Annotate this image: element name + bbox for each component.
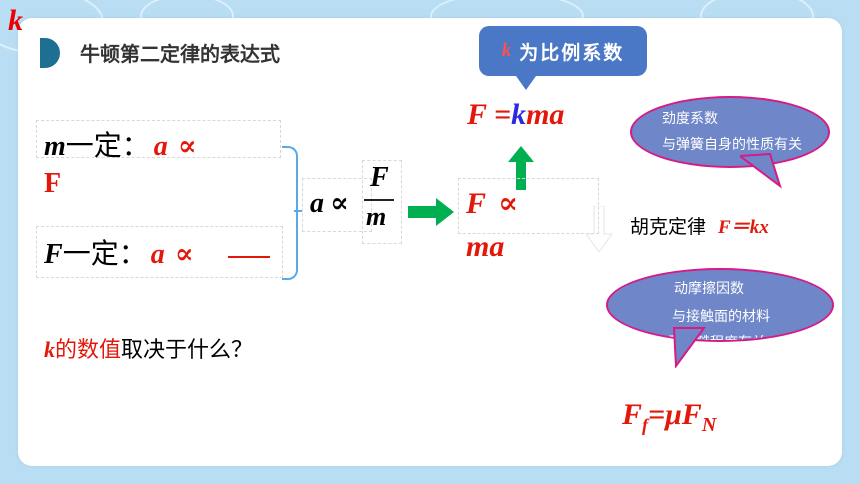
fraction-bar-partial (228, 256, 270, 258)
formula-main: F =kma (467, 98, 565, 131)
fraction-bar (364, 199, 394, 201)
faint-down-arrow-icon (586, 206, 612, 252)
row-F-box (36, 226, 283, 278)
corner-mark: k (8, 4, 23, 37)
friction-formula: Ff=μFN (622, 398, 717, 436)
result-ma: ma (466, 230, 505, 263)
row-m-statement: m一定：a∝ (44, 131, 197, 162)
question-text: k的数值取决于什么？ (44, 337, 254, 363)
speech-bubble-friction: 动摩擦因数 与接触面的材料 及粗糙程度有关 (606, 268, 834, 342)
title-tab-decoration (40, 38, 60, 68)
slide-canvas (18, 18, 842, 466)
callout-k-proportional: k 为比例系数 (479, 26, 647, 76)
fraction-numerator: F (370, 162, 389, 193)
combined-box (302, 178, 372, 232)
callout-text: 为比例系数 (519, 41, 625, 64)
speech-bubble-spring: 劲度系数 与弹簧自身的性质有关 (630, 96, 830, 168)
combined-a: a (310, 188, 324, 219)
combined-prop: ∝ (330, 188, 349, 219)
row-F-statement: F一定：a∝ (44, 239, 194, 270)
row-m-F: F (44, 168, 62, 199)
slide-title: 牛顿第二定律的表达式 (80, 42, 280, 66)
bubble-tail-spring (740, 152, 782, 189)
bubble-tail-friction (672, 327, 706, 368)
callout-k: k (501, 40, 514, 61)
result-statement: F∝ (466, 187, 519, 220)
callout-pointer (516, 76, 536, 90)
fraction-denominator: m (366, 202, 387, 231)
row-m-box (36, 120, 281, 158)
right-arrow-icon (408, 198, 454, 226)
up-arrow-icon (508, 146, 534, 190)
brace-decoration (282, 146, 298, 280)
brace-tip (294, 210, 302, 212)
fraction-box (362, 160, 402, 244)
